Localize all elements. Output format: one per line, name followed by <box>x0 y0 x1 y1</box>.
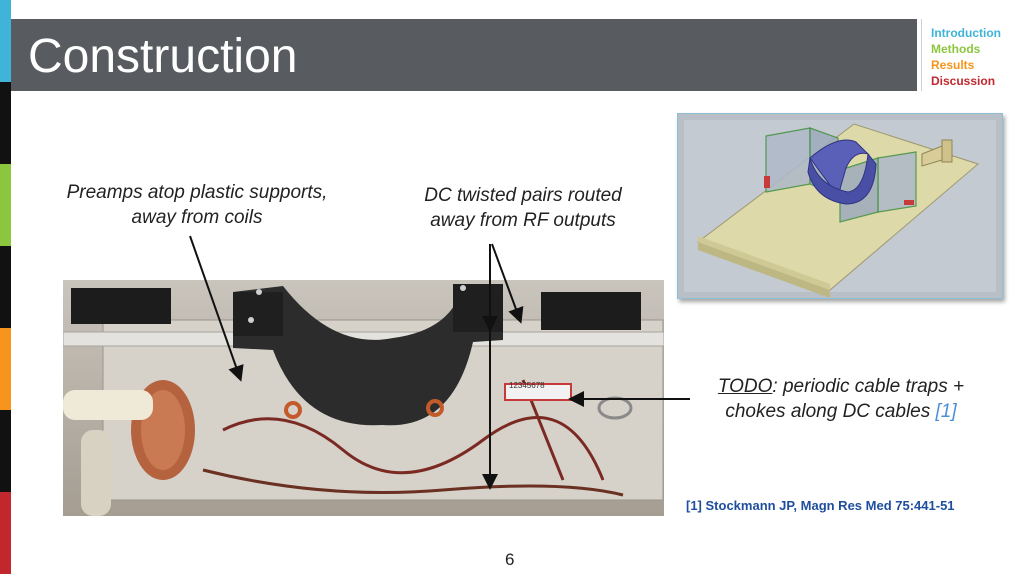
construction-photo: 12345678 <box>62 280 665 516</box>
sidebar-segment-introduction <box>0 0 11 82</box>
connector-label: 12345678 <box>509 381 545 390</box>
construction-photo-drawing: 12345678 <box>62 280 665 516</box>
todo-caption-line2-text: chokes along DC cables <box>725 401 936 422</box>
todo-caption-line1: TODO: periodic cable traps + <box>690 374 992 399</box>
preamps-caption: Preamps atop plastic supports, away from… <box>48 180 346 230</box>
dc-pairs-caption-line1: DC twisted pairs routed <box>424 185 622 206</box>
nav-divider <box>921 19 922 91</box>
nav-item-introduction[interactable]: Introduction <box>931 26 1001 40</box>
todo-caption: TODO: periodic cable traps + chokes alon… <box>690 374 992 424</box>
sidebar-segment-discussion <box>0 492 11 574</box>
cad-render-image <box>677 113 1003 299</box>
todo-caption-line2: chokes along DC cables [1] <box>690 399 992 424</box>
dc-pairs-caption-line2: away from RF outputs <box>430 210 616 231</box>
nav-item-results[interactable]: Results <box>931 58 975 72</box>
sidebar-segment-dark <box>0 246 11 328</box>
sidebar-segment-dark <box>0 82 11 164</box>
nav-item-methods[interactable]: Methods <box>931 42 981 56</box>
section-nav: Introduction Methods Results Discussion <box>931 25 1001 89</box>
citation-link[interactable]: [1] <box>935 401 957 422</box>
title-bar <box>11 19 917 91</box>
slide-title: Construction <box>28 30 298 83</box>
cad-render-drawing <box>684 120 996 298</box>
preamps-caption-line2: away from coils <box>131 207 263 228</box>
preamps-caption-line1: Preamps atop plastic supports, <box>66 182 328 203</box>
nav-item-discussion[interactable]: Discussion <box>931 74 996 88</box>
sidebar-segment-dark <box>0 410 11 492</box>
section-color-sidebar <box>0 0 11 576</box>
todo-keyword: TODO <box>717 376 773 397</box>
sidebar-segment-methods <box>0 164 11 246</box>
todo-caption-line1-rest: : periodic cable traps + <box>772 376 965 397</box>
dc-pairs-caption: DC twisted pairs routed away from RF out… <box>404 183 642 233</box>
sidebar-segment-results <box>0 328 11 410</box>
reference-citation: [1] Stockmann JP, Magn Res Med 75:441-51 <box>686 498 955 513</box>
page-number: 6 <box>505 550 515 569</box>
